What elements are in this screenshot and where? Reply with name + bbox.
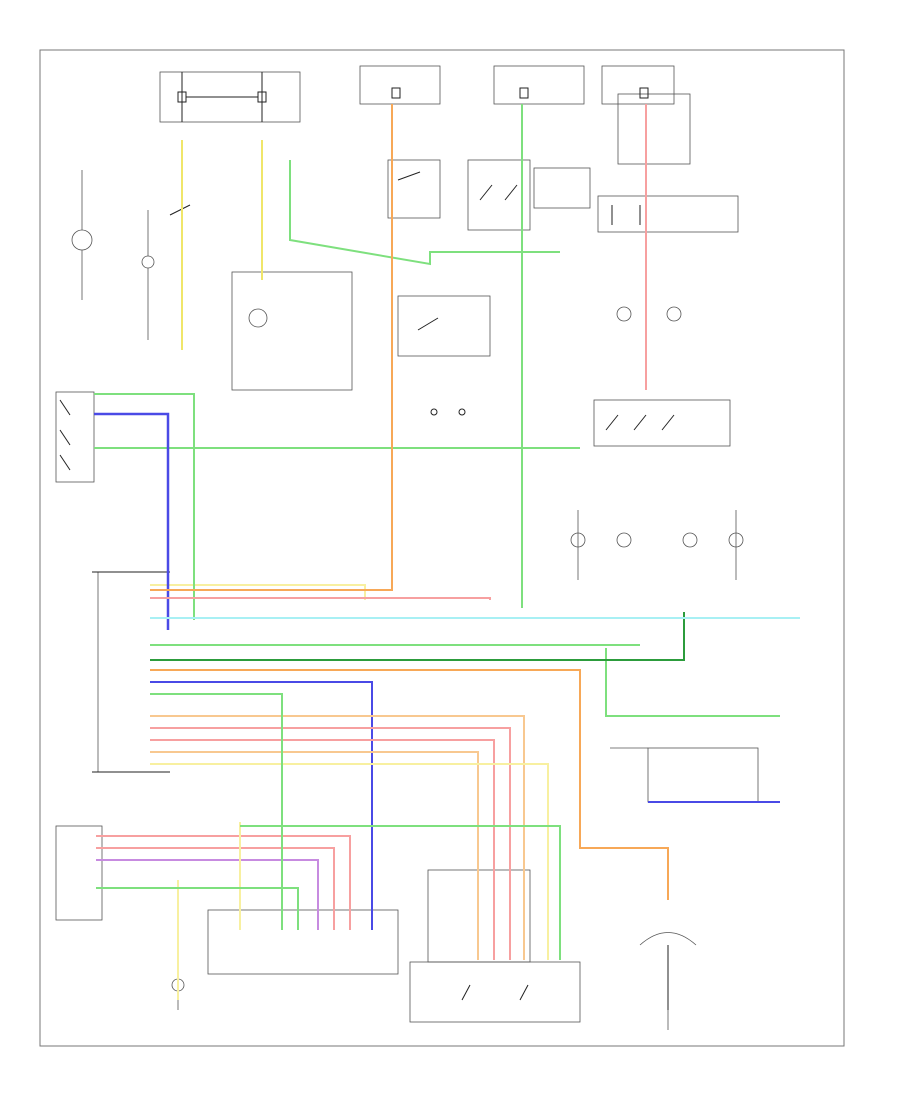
wire-pink xyxy=(96,104,647,960)
wire-dark-green xyxy=(150,612,685,661)
wire-yellow-left xyxy=(150,140,366,600)
transmission-range-switch xyxy=(639,932,697,1030)
cruise-control-switch xyxy=(141,204,191,340)
throttle-position-sensor xyxy=(55,825,399,975)
wire-purple xyxy=(96,859,319,930)
wire-green-main xyxy=(94,104,780,717)
steering-wheel-switch xyxy=(55,391,95,483)
backup-lamp-relay xyxy=(597,195,739,322)
stop-lamp-switch xyxy=(467,159,591,231)
combination-meter xyxy=(231,271,353,391)
clutch-switch xyxy=(397,295,491,416)
cruise-indicator xyxy=(71,170,93,300)
tail-lamps xyxy=(570,399,744,580)
diagram-frame xyxy=(39,49,845,1047)
power-distribution-top-left xyxy=(159,71,301,123)
brake-switch xyxy=(387,159,441,219)
wire-blue xyxy=(94,412,780,930)
rear-fuse-block xyxy=(359,65,691,165)
wire-green-lower xyxy=(96,693,561,960)
wire-light-orange xyxy=(150,715,525,960)
shift-lock-module xyxy=(610,747,759,803)
cruise-control-unit-connector xyxy=(92,571,170,773)
wire-orange xyxy=(150,104,669,900)
